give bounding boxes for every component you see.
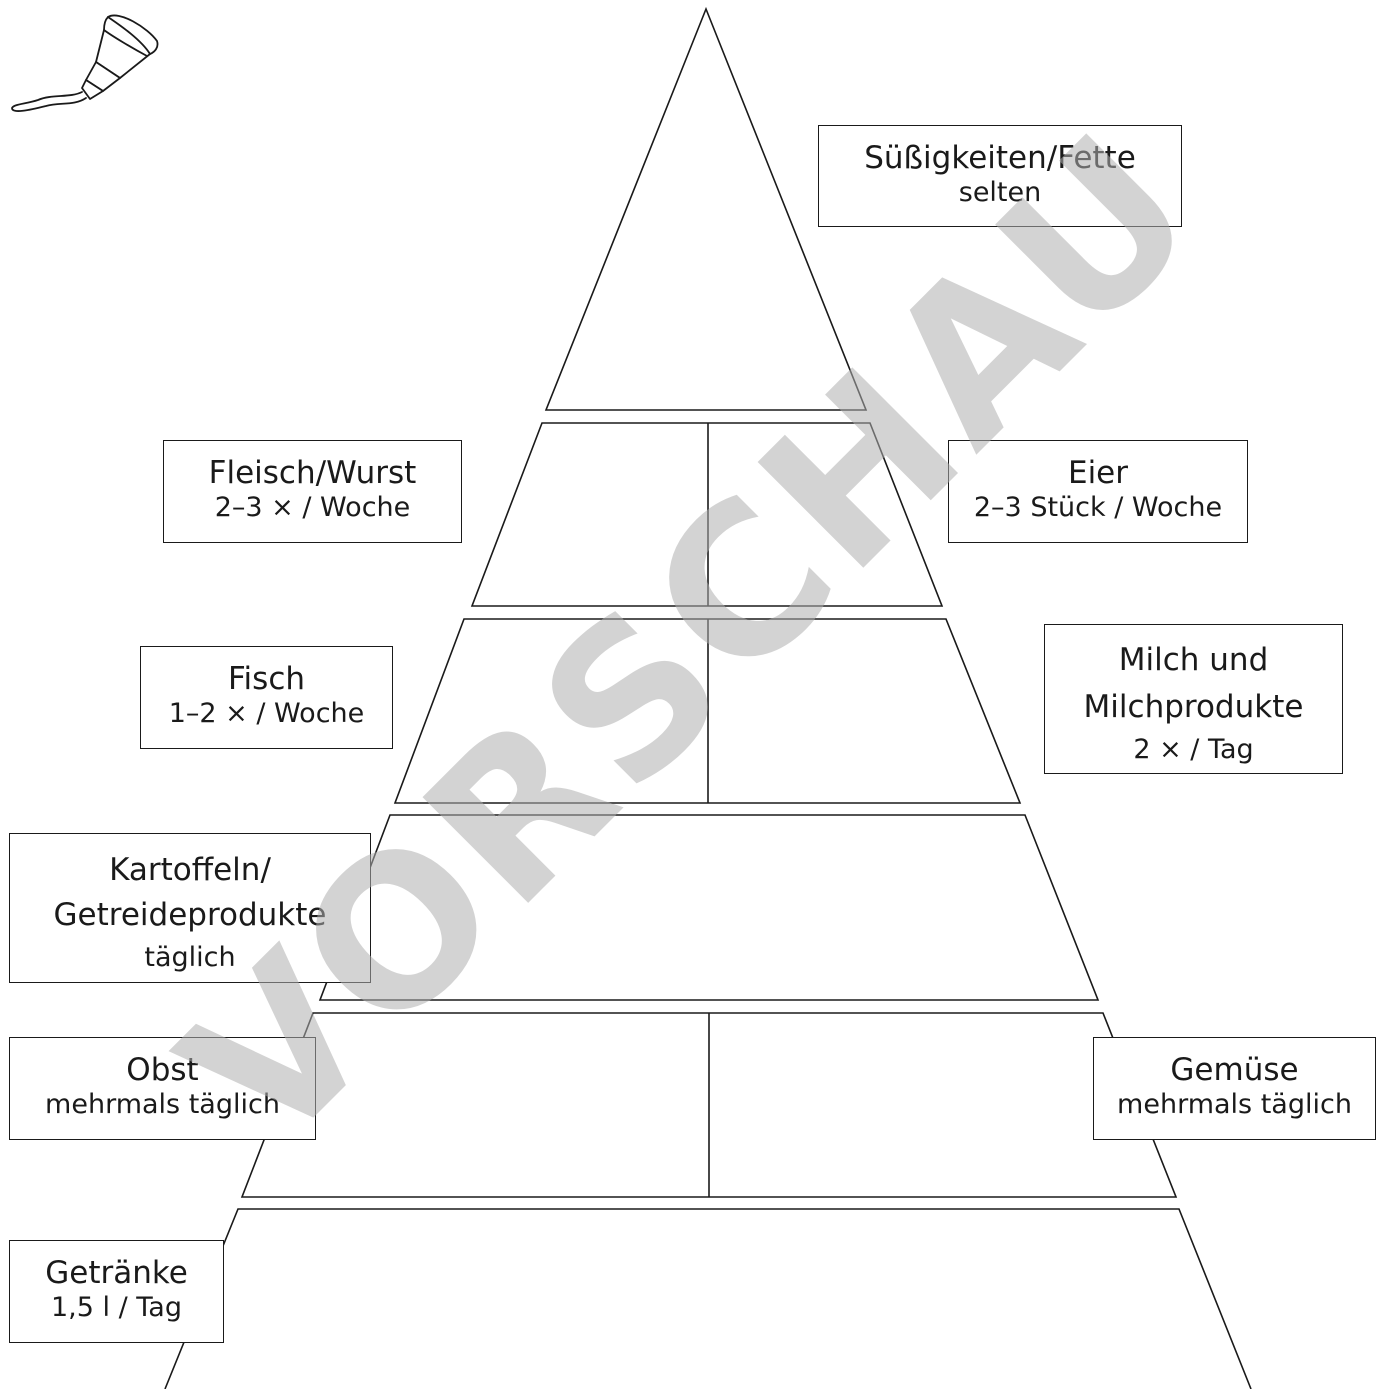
label-frequency: täglich	[144, 941, 236, 973]
label-frequency: 2–3 × / Woche	[214, 492, 411, 524]
pyramid-tier-4	[318, 814, 1100, 1001]
pyramid-tier-top	[544, 6, 868, 411]
label-frequency: 1–2 × / Woche	[168, 698, 365, 730]
label-name: Eier	[1067, 455, 1129, 491]
label-name: Süßigkeiten/Fette	[864, 140, 1136, 176]
label-frequency: 2 × / Tag	[1133, 734, 1254, 765]
label-fisch: Fisch 1–2 × / Woche	[140, 646, 393, 749]
label-getraenke: Getränke 1,5 l / Tag	[9, 1240, 224, 1343]
label-name: Obst	[126, 1052, 199, 1088]
pyramid-tier-3	[393, 618, 1022, 804]
label-frequency: mehrmals täglich	[1117, 1089, 1352, 1121]
label-kartoffeln-getreideprodukte: Kartoffeln/ Getreideprodukte täglich	[9, 833, 371, 983]
label-name: Fleisch/Wurst	[208, 455, 417, 491]
pyramid-tier-2	[470, 422, 944, 607]
label-name: Kartoffeln/ Getreideprodukte	[53, 852, 327, 933]
label-obst: Obst mehrmals täglich	[9, 1037, 316, 1140]
pyramid-tier-bottom	[164, 1208, 1252, 1389]
label-name: Getränke	[45, 1255, 188, 1291]
glue-tube-icon	[11, 14, 159, 112]
label-name: Fisch	[227, 661, 306, 697]
label-gemuese: Gemüse mehrmals täglich	[1093, 1037, 1376, 1140]
label-suessigkeiten-fette: Süßigkeiten/Fette selten	[818, 125, 1182, 227]
label-name: Milch und Milchprodukte	[1083, 642, 1304, 725]
label-frequency: mehrmals täglich	[45, 1089, 280, 1121]
label-fleisch-wurst: Fleisch/Wurst 2–3 × / Woche	[163, 440, 462, 543]
label-frequency: 1,5 l / Tag	[51, 1292, 182, 1324]
label-eier: Eier 2–3 Stück / Woche	[948, 440, 1248, 543]
label-milch-milchprodukte: Milch und Milchprodukte 2 × / Tag	[1044, 624, 1343, 774]
label-frequency: 2–3 Stück / Woche	[973, 492, 1223, 524]
label-name: Gemüse	[1170, 1052, 1299, 1088]
label-frequency: selten	[958, 177, 1042, 209]
